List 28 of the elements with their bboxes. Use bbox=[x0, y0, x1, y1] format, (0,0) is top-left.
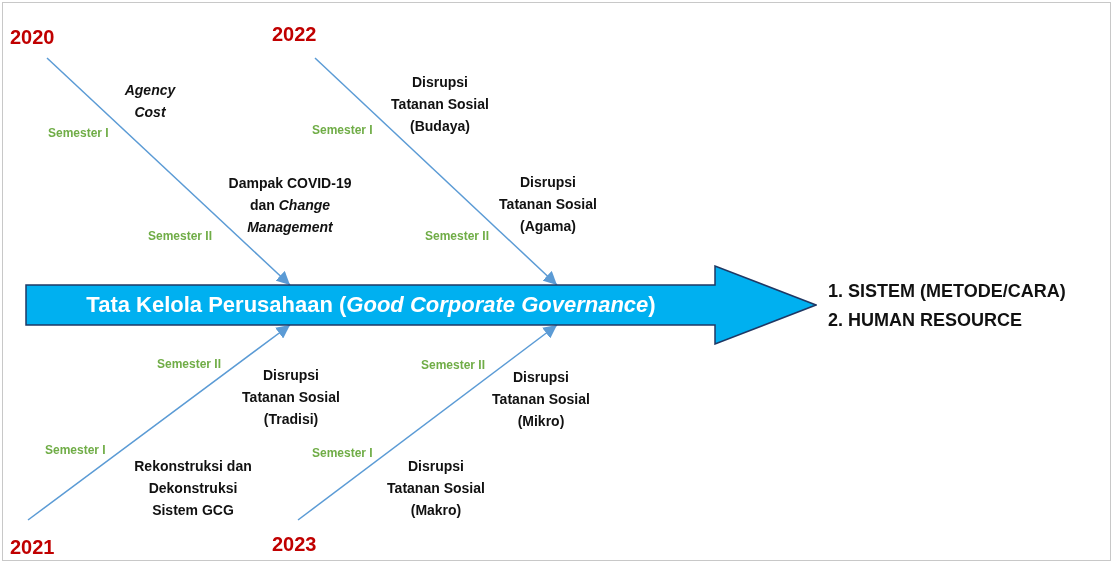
semester-label: Semester II bbox=[157, 357, 222, 371]
semester-label: Semester II bbox=[421, 358, 486, 372]
year-label: 2021 bbox=[10, 536, 55, 558]
cause-label: Disrupsi Tatanan Sosial (Budaya) bbox=[390, 73, 490, 136]
result-label: 2. HUMAN RESOURCE bbox=[828, 309, 1023, 331]
semester-label: Semester II bbox=[148, 229, 213, 243]
cause-label: Agency Cost bbox=[123, 81, 177, 122]
semester-label: Semester II bbox=[425, 229, 490, 243]
bone-arrow bbox=[297, 324, 558, 521]
semester-label: Semester I bbox=[312, 123, 373, 137]
year-label: 2022 bbox=[272, 23, 317, 45]
bone-arrow bbox=[27, 324, 291, 521]
result-label: 1. SISTEM (METODE/CARA) bbox=[828, 280, 1066, 302]
spine-arrow bbox=[25, 265, 817, 345]
spine-label: Tata Kelola Perusahaan (Good Corporate Governance) bbox=[85, 292, 657, 318]
cause-label: Dampak COVID-19 dan Change Management bbox=[227, 174, 353, 237]
cause-label: Disrupsi Tatanan Sosial (Mikro) bbox=[491, 368, 591, 431]
bone-arrow bbox=[314, 57, 558, 286]
cause-label: Rekonstruksi dan Dekonstruksi Sistem GCG bbox=[133, 457, 253, 520]
bone-arrow bbox=[46, 57, 291, 286]
cause-label: Disrupsi Tatanan Sosial (Tradisi) bbox=[241, 366, 341, 429]
year-label: 2020 bbox=[10, 26, 55, 48]
year-label: 2023 bbox=[272, 533, 317, 555]
semester-label: Semester I bbox=[312, 446, 373, 460]
semester-label: Semester I bbox=[48, 126, 109, 140]
semester-label: Semester I bbox=[45, 443, 106, 457]
cause-label: Disrupsi Tatanan Sosial (Makro) bbox=[386, 457, 486, 520]
cause-label: Disrupsi Tatanan Sosial (Agama) bbox=[498, 173, 598, 236]
